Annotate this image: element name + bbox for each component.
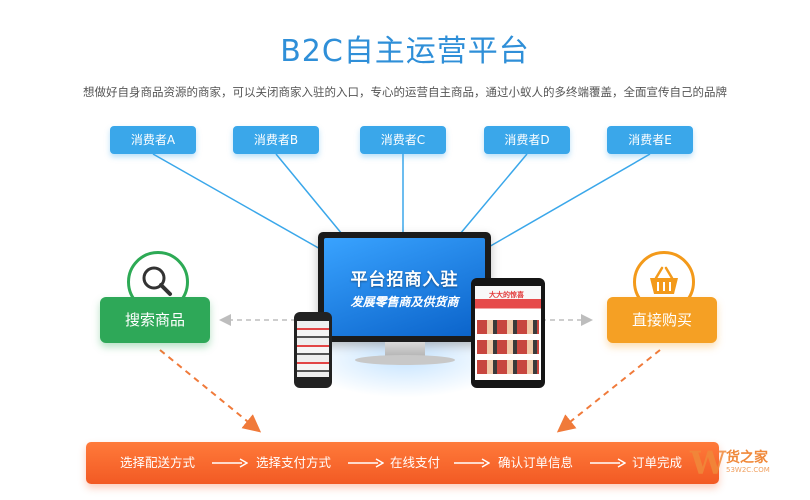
consumer-b-badge: 消费者B — [233, 126, 319, 154]
page-subtitle: 想做好自身商品资源的商家，可以关闭商家入驻的入口，专心的运营自主商品，通过小蚁人… — [83, 85, 727, 99]
right-down-arrow — [556, 349, 661, 433]
buy-now-box: 直接购买 — [607, 297, 717, 343]
page-title: B2C自主运营平台 — [280, 34, 530, 69]
consumer-e-line — [486, 153, 651, 249]
order-flow-bar: 选择配送方式 选择支付方式 在线支付 确认订单信息 订单完成 — [86, 442, 719, 484]
flow-arrow-icon — [454, 458, 490, 468]
consumer-c-badge: 消费者C — [360, 126, 446, 154]
flow-arrow-icon — [590, 458, 626, 468]
search-products-box: 搜索商品 — [100, 297, 210, 343]
watermark-url: 53W2C.COM — [726, 466, 770, 474]
tablet-device: 大大的惊喜 — [471, 278, 545, 388]
consumer-e-badge: 消费者E — [607, 126, 693, 154]
monitor-subline: 发展零售商及供货商 — [350, 295, 459, 309]
flow-step-confirm-order: 确认订单信息 — [498, 455, 574, 470]
flow-step-complete: 订单完成 — [632, 455, 683, 470]
flow-step-payment-method: 选择支付方式 — [256, 455, 332, 470]
flow-step-online-pay: 在线支付 — [390, 455, 441, 470]
consumer-b-line — [275, 153, 343, 235]
flow-arrow-icon — [348, 458, 384, 468]
basket-icon — [650, 266, 678, 294]
flow-arrow-icon — [212, 458, 248, 468]
left-down-arrow — [159, 349, 262, 433]
tablet-promo-tag: 大大的惊喜 — [489, 291, 524, 299]
watermark-mark: W — [690, 444, 726, 482]
monitor-base — [355, 355, 455, 365]
phone-device — [294, 312, 332, 388]
consumer-d-badge: 消费者D — [484, 126, 570, 154]
consumer-a-badge: 消费者A — [110, 126, 196, 154]
monitor-device: 平台招商入驻 发展零售商及供货商 — [318, 232, 491, 342]
monitor-stand — [385, 342, 425, 356]
consumer-a-line — [152, 153, 323, 251]
watermark-logo: W 货之家 53W2C.COM — [690, 438, 800, 494]
tablet-screen: 大大的惊喜 — [475, 286, 541, 380]
monitor-headline: 平台招商入驻 — [350, 270, 459, 290]
monitor-screen: 平台招商入驻 发展零售商及供货商 — [324, 238, 485, 336]
flow-step-delivery: 选择配送方式 — [120, 455, 196, 470]
search-icon — [142, 266, 172, 296]
watermark-name: 货之家 — [726, 450, 768, 466]
consumer-d-line — [459, 153, 528, 235]
